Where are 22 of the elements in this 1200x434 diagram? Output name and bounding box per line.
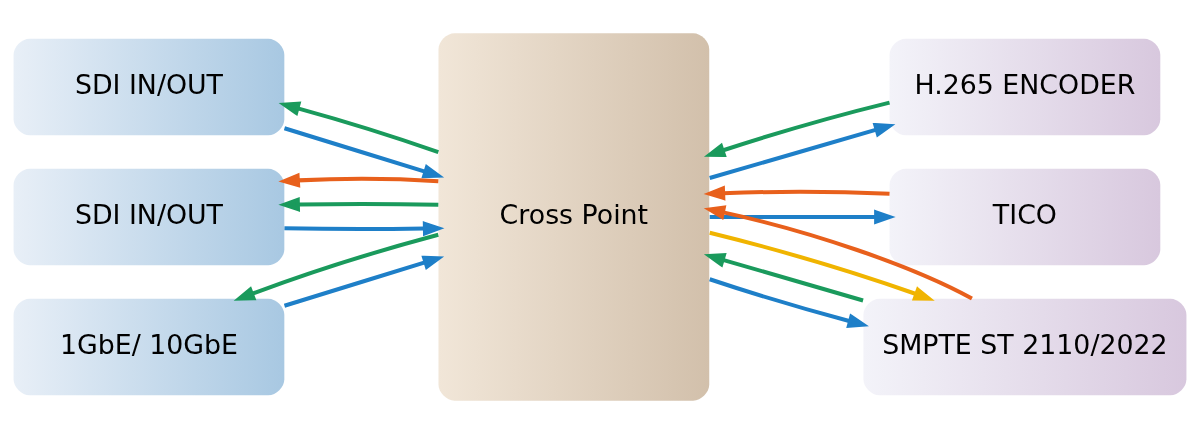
node-box: 1GbE/ 10GbE xyxy=(13,298,285,396)
arrow xyxy=(284,221,445,237)
arrow xyxy=(709,122,896,180)
node-box: Cross Point xyxy=(438,33,710,401)
arrow xyxy=(709,277,869,329)
node-box: SDI IN/OUT xyxy=(13,38,285,136)
arrow xyxy=(709,230,935,301)
node-box: H.265 ENCODER xyxy=(889,38,1161,136)
arrow xyxy=(278,172,439,188)
arrow xyxy=(703,205,973,301)
arrow xyxy=(703,253,864,303)
arrow xyxy=(709,209,896,225)
arrow xyxy=(233,232,439,301)
arrow xyxy=(703,100,891,158)
arrow xyxy=(278,101,439,154)
node-box: SDI IN/OUT xyxy=(13,168,285,266)
arrow xyxy=(283,255,445,308)
arrow xyxy=(703,185,890,201)
arrow xyxy=(278,196,439,212)
node-box: SMPTE ST 2110/2022 xyxy=(863,298,1187,396)
arrow xyxy=(283,126,445,179)
node-box: TICO xyxy=(889,168,1161,266)
